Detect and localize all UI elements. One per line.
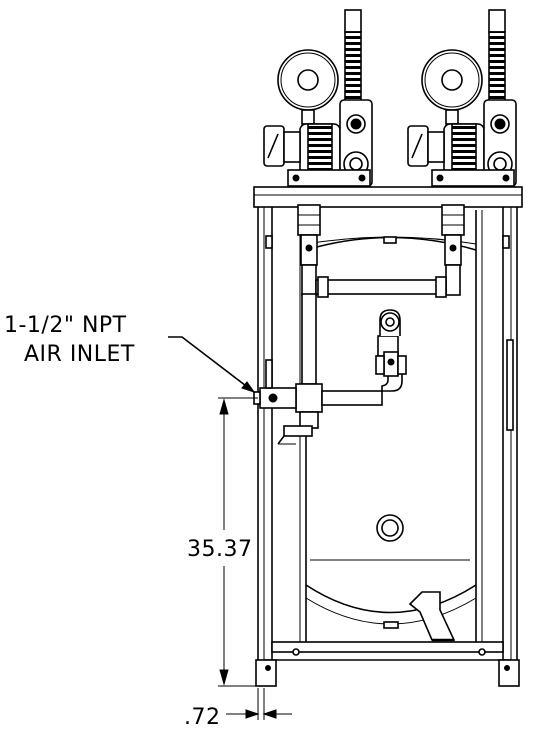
right-pump-assembly	[407, 9, 517, 187]
offset-dimension-value: .72	[184, 705, 221, 730]
height-dimension-value: 35.37	[187, 537, 252, 562]
callout-line-2: AIR INLET	[24, 342, 135, 367]
height-dimension	[218, 397, 258, 687]
offset-dimension	[226, 688, 292, 720]
left-pump-assembly	[263, 9, 373, 187]
callout-line-1: 1-1/2" NPT	[4, 313, 127, 338]
air-inlet-leader	[168, 336, 256, 393]
air-tank	[305, 236, 477, 642]
piping	[253, 204, 465, 445]
